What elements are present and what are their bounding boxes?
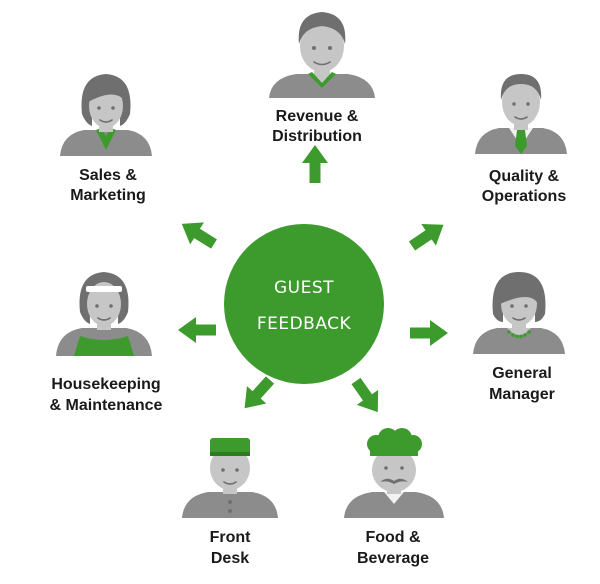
woman-with-green-scarf-icon — [60, 74, 152, 156]
woman-with-green-necklace-icon — [473, 272, 565, 354]
role-revenue: Revenue & Distribution — [269, 12, 375, 145]
arrow-to-revenue — [302, 145, 328, 183]
role-food-beverage: Food & Beverage — [344, 428, 444, 567]
arrow-to-general-manager — [410, 320, 448, 346]
front-desk-label-line2: Desk — [211, 550, 249, 567]
food-beverage-label-line2: Beverage — [357, 550, 429, 567]
sales-label-line1: Sales & — [79, 167, 137, 184]
center-line2: FEEDBACK — [257, 314, 352, 334]
quality-label-line2: Operations — [482, 188, 567, 205]
revenue-label-line2: Distribution — [272, 128, 362, 145]
front-desk-label-line1: Front — [210, 529, 252, 546]
role-housekeeping: Housekeeping & Maintenance — [50, 272, 163, 414]
general-manager-label-line2: Manager — [489, 386, 555, 403]
chef-with-green-hat-icon — [344, 428, 444, 518]
quality-label-line1: Quality & — [489, 168, 560, 185]
role-quality: Quality & Operations — [475, 74, 567, 205]
center-circle — [224, 224, 384, 384]
arrows — [178, 145, 448, 413]
general-manager-label-line1: General — [492, 365, 552, 382]
center-line1: GUEST — [274, 278, 334, 298]
arrow-to-sales — [181, 222, 217, 249]
role-front-desk: Front Desk — [182, 438, 278, 567]
revenue-label-line1: Revenue & — [276, 108, 359, 125]
arrow-to-housekeeping — [178, 317, 216, 343]
bellhop-with-green-cap-icon — [182, 438, 278, 518]
man-with-green-collar-icon — [269, 12, 375, 98]
center-node: GUEST FEEDBACK — [224, 224, 384, 384]
man-with-green-tie-icon — [475, 74, 567, 154]
housekeeping-label-line1: Housekeeping — [51, 376, 160, 393]
arrow-to-quality — [408, 224, 444, 251]
housekeeper-with-green-apron-icon — [56, 272, 152, 356]
role-sales: Sales & Marketing — [60, 74, 152, 204]
housekeeping-label-line2: & Maintenance — [50, 397, 163, 414]
food-beverage-label-line1: Food & — [365, 529, 421, 546]
arrow-to-front-desk — [244, 376, 275, 409]
sales-label-line2: Marketing — [70, 187, 146, 204]
arrow-to-food-beverage — [351, 377, 379, 413]
role-general-manager: General Manager — [473, 272, 565, 403]
